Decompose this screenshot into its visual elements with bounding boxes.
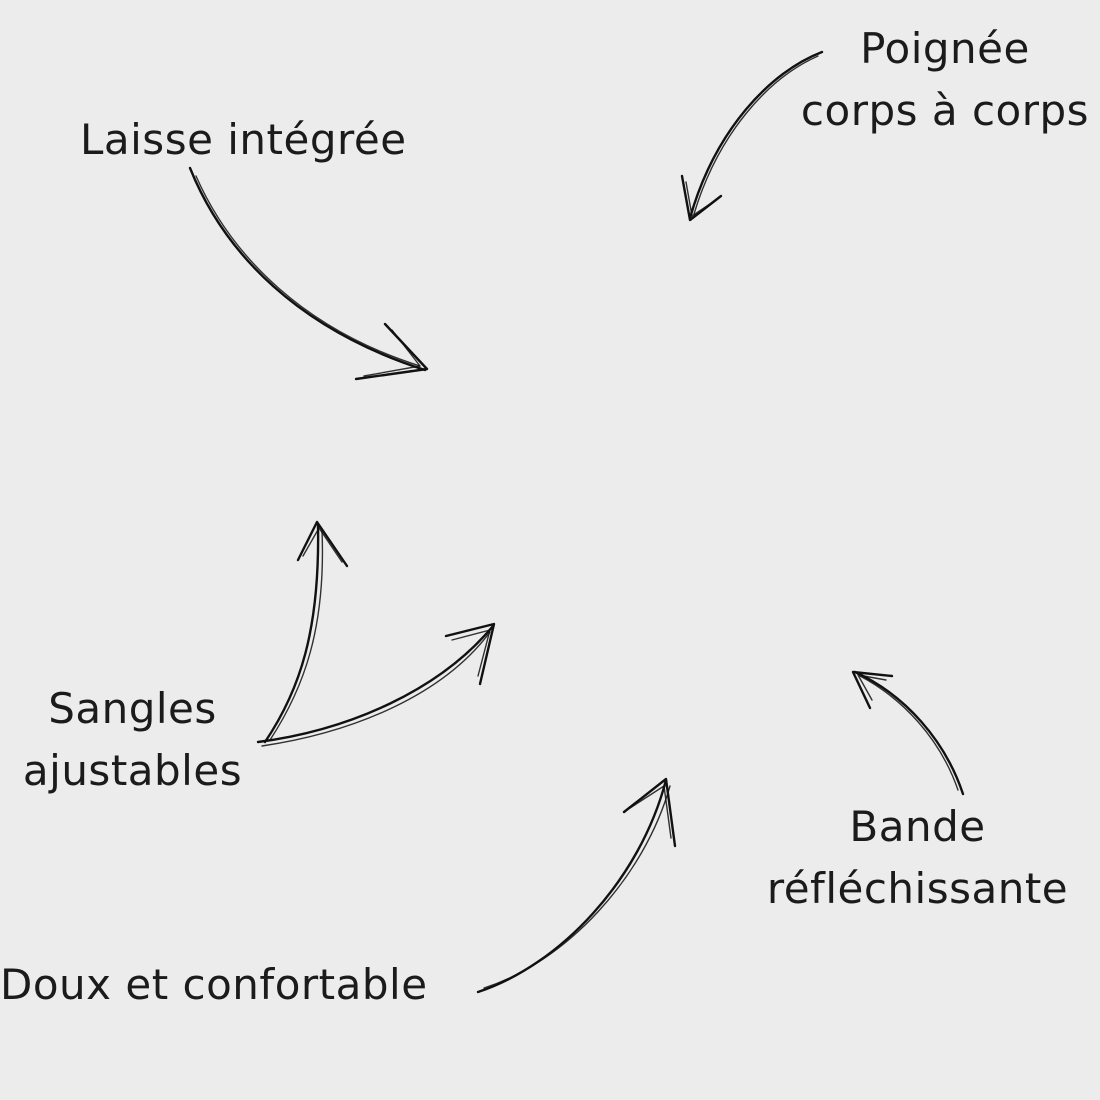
- arrow-bande: [851, 670, 965, 796]
- label-poignee: Poignée corps à corps: [790, 18, 1100, 142]
- label-sangles-line1: Sangles: [48, 684, 217, 733]
- arrow-poignee: [680, 50, 824, 222]
- arrow-laisse: [188, 166, 429, 381]
- label-bande-line1: Bande: [849, 802, 986, 851]
- arrow-sangles-up: [263, 520, 349, 744]
- label-bande-line2: réfléchissante: [766, 864, 1069, 913]
- label-sangles: Sangles ajustables: [10, 678, 255, 802]
- label-poignee-line1: Poignée: [860, 24, 1030, 73]
- arrow-sangles-right: [256, 622, 496, 747]
- label-doux: Doux et confortable: [0, 960, 428, 1009]
- label-poignee-line2: corps à corps: [800, 86, 1090, 135]
- label-sangles-line2: ajustables: [22, 746, 243, 795]
- arrow-doux: [476, 777, 677, 994]
- label-laisse: Laisse intégrée: [80, 115, 407, 164]
- label-bande: Bande réfléchissante: [755, 796, 1080, 920]
